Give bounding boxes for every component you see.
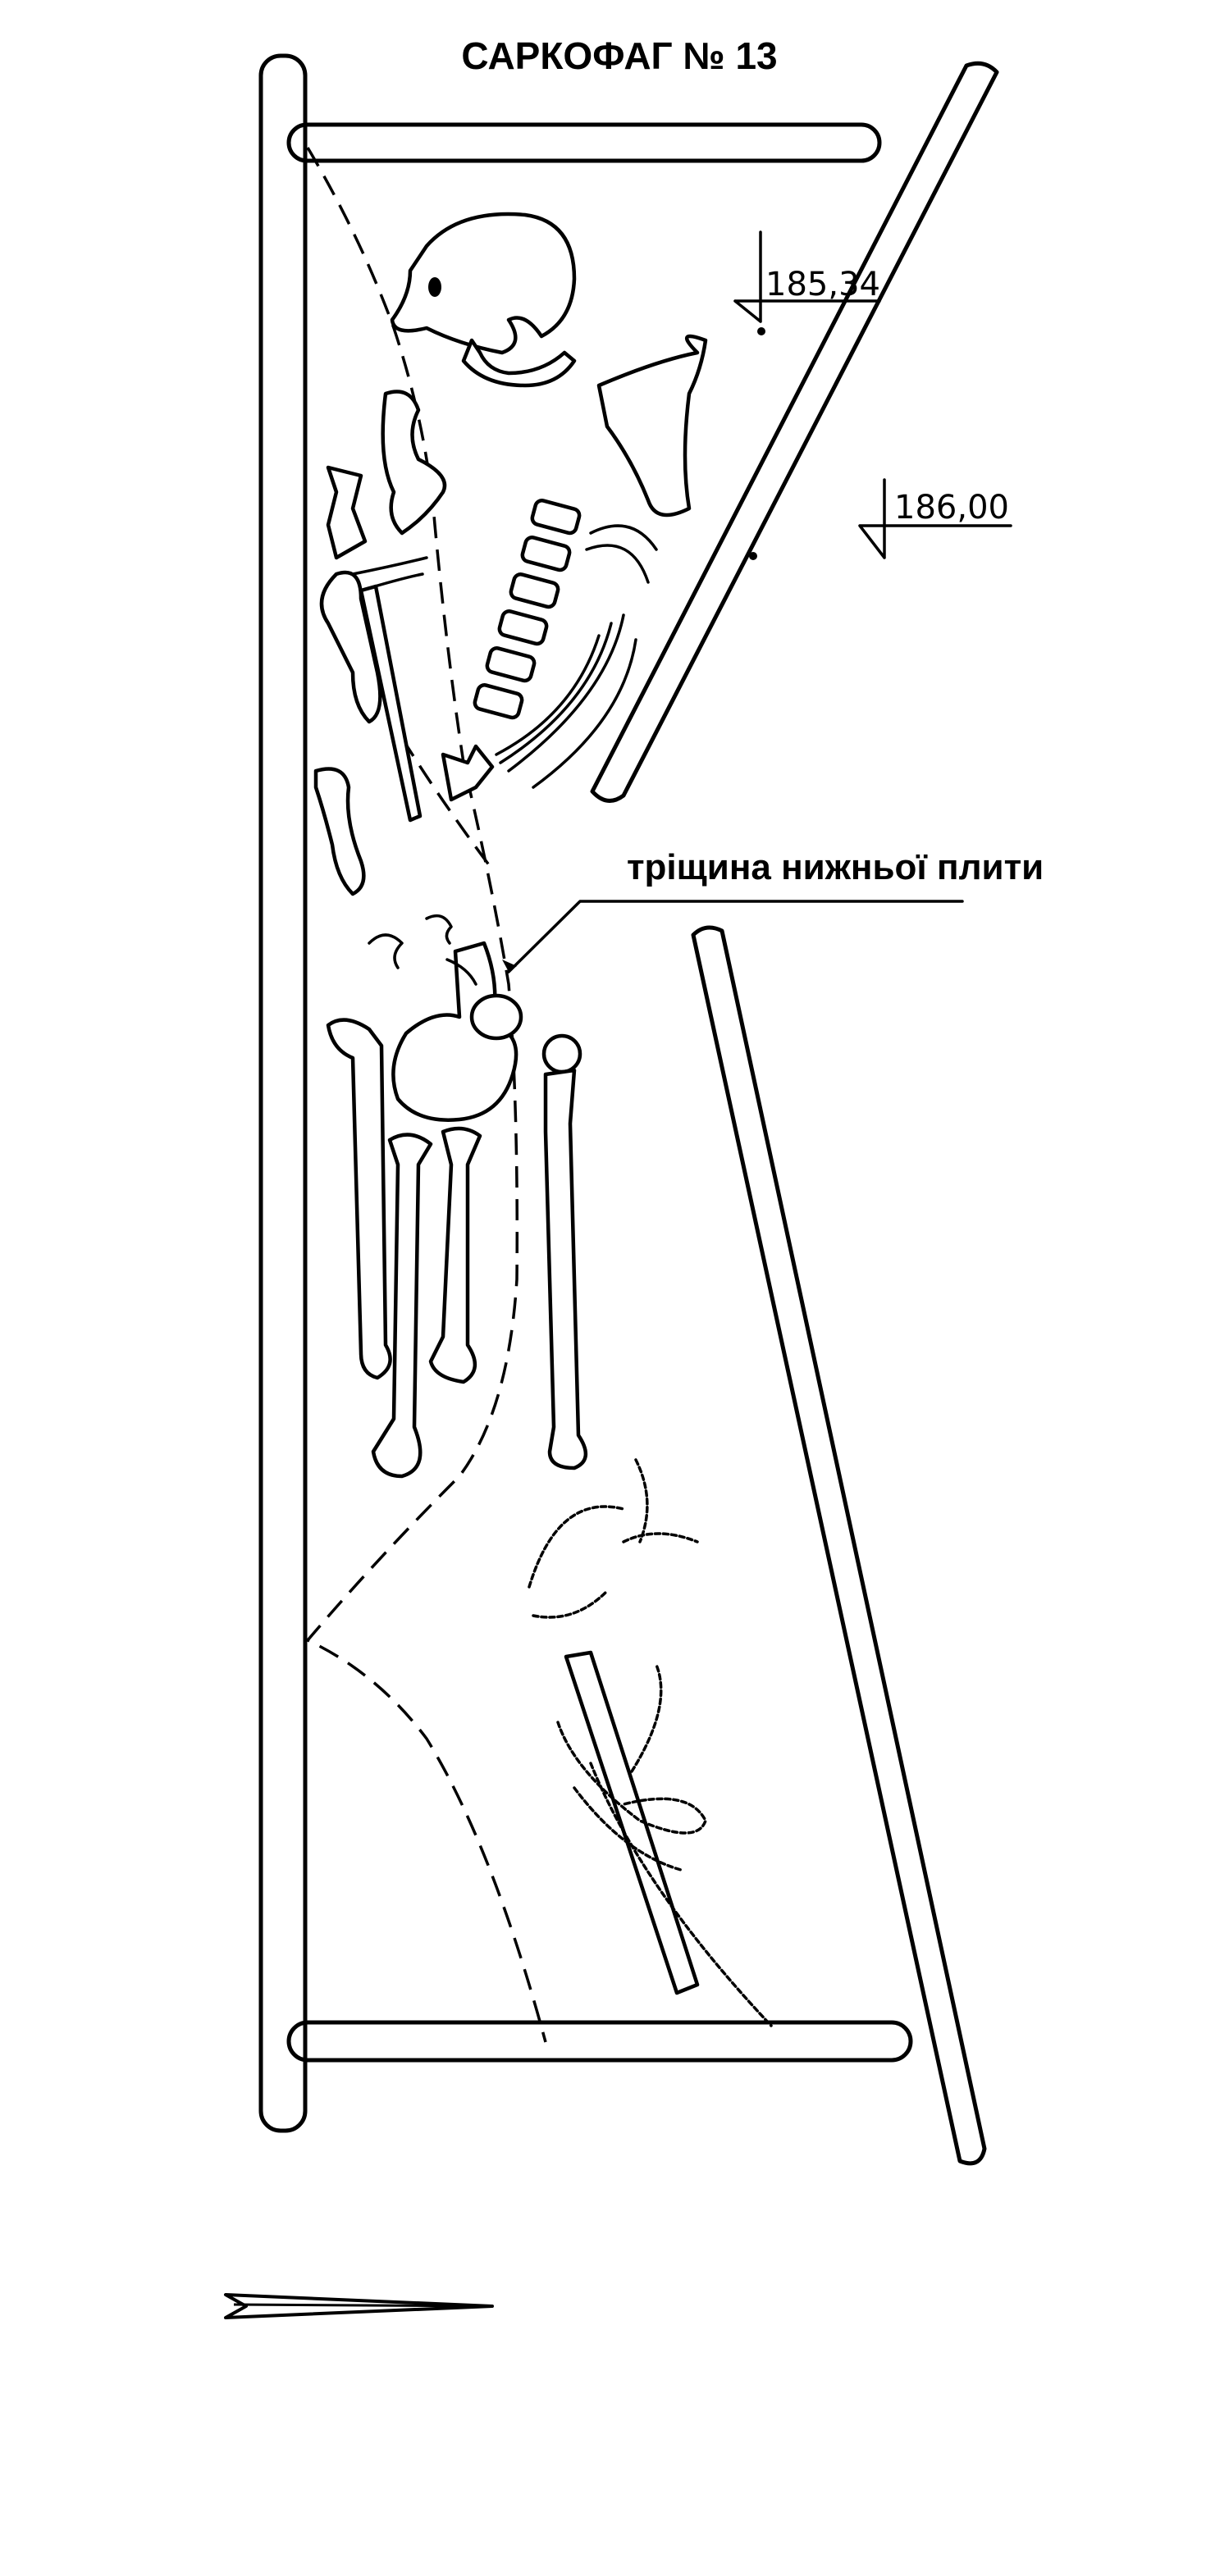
elevation-186-00: 186,00 bbox=[894, 489, 1009, 527]
dashed-contour-2 bbox=[400, 737, 494, 871]
right-tibia bbox=[428, 1126, 482, 1384]
leg-bones bbox=[326, 1018, 587, 1479]
north-arrow-icon bbox=[224, 2293, 494, 2319]
left-slab bbox=[258, 53, 308, 2133]
pelvis bbox=[368, 914, 523, 1122]
bottom-slab bbox=[286, 2020, 913, 2063]
elevation-mark-1: 185,34 bbox=[733, 230, 881, 335]
crack-label: тріщина нижньої плити bbox=[627, 847, 1044, 887]
spine bbox=[441, 499, 582, 802]
sarcophagus-slabs bbox=[258, 53, 999, 2166]
elevation-mark-icon bbox=[858, 478, 1012, 559]
left-tibia bbox=[326, 1018, 392, 1380]
elevation-mark-icon bbox=[733, 230, 881, 323]
top-slab bbox=[286, 122, 882, 163]
left-arm-bones bbox=[313, 390, 447, 896]
ribs bbox=[495, 524, 658, 789]
crack-annotation: тріщина нижньої плити bbox=[502, 847, 1044, 973]
elevation-185-34: 185,34 bbox=[765, 266, 880, 303]
leader-line bbox=[507, 900, 964, 973]
right-femur bbox=[543, 1068, 587, 1470]
dashed-contour bbox=[305, 147, 547, 2043]
drawing-title: САРКОФАГ № 13 bbox=[461, 34, 777, 77]
right-lower-slab bbox=[691, 925, 987, 2166]
elevation-mark-2: 186,00 bbox=[858, 478, 1012, 559]
rope-and-object bbox=[528, 1458, 773, 2027]
right-upper-slab bbox=[590, 61, 999, 803]
right-scapula bbox=[596, 334, 708, 517]
skull bbox=[390, 212, 577, 388]
left-femur bbox=[371, 1133, 433, 1479]
slab-point bbox=[749, 552, 757, 560]
